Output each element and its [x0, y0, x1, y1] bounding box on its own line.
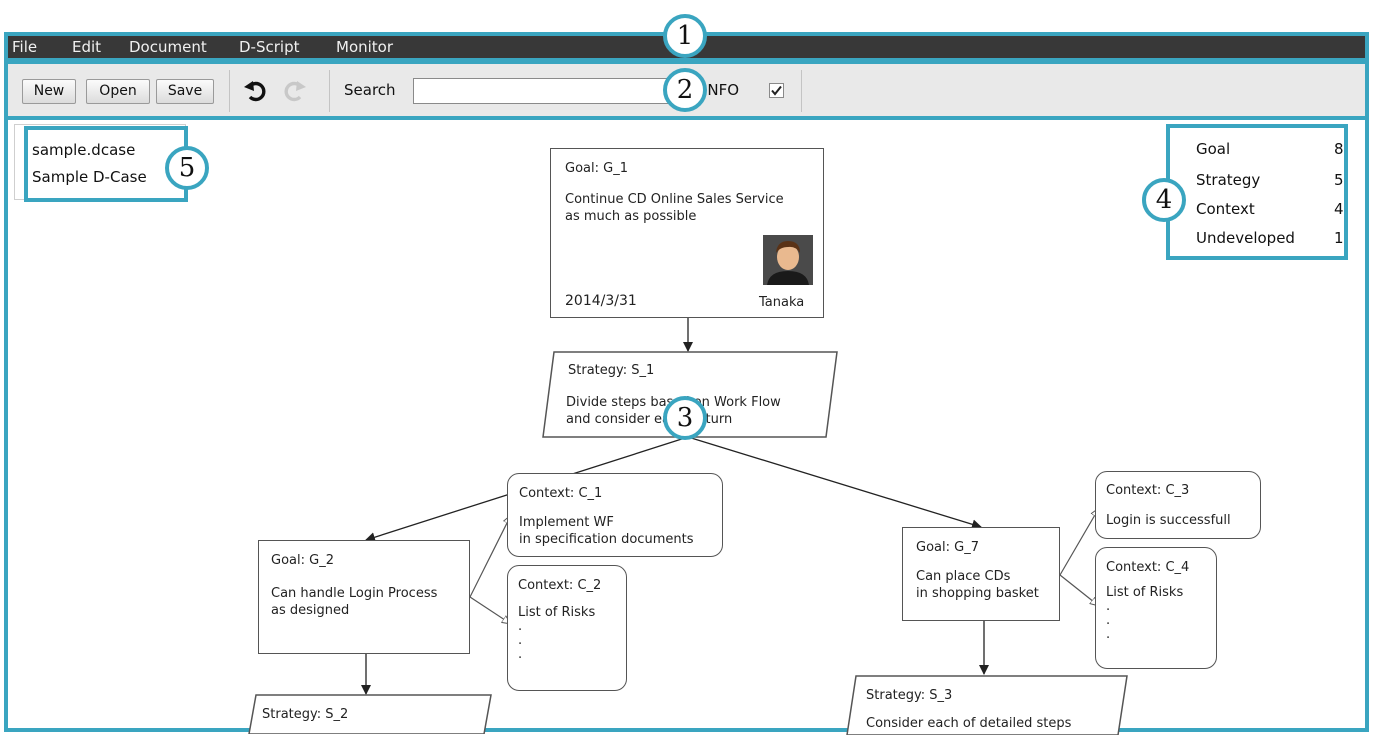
callout-marker-3: 3 [663, 396, 707, 440]
stat-count-goal: 8 [1334, 140, 1344, 158]
strategy-node-s1[interactable]: Strategy: S_1 Divide steps based on Work… [542, 351, 838, 438]
strategy-shape [846, 675, 1128, 735]
node-title: Context: C_1 [519, 486, 603, 501]
goal-node-g2[interactable]: Goal: G_2 Can handle Login Process as de… [258, 540, 470, 654]
context-node-c3[interactable]: Context: C_3 Login is successfull [1095, 471, 1261, 539]
stat-count-strategy: 5 [1334, 171, 1344, 189]
node-title: Strategy: S_2 [262, 707, 349, 722]
new-button[interactable]: New [22, 79, 76, 104]
info-label: INFO [703, 81, 740, 99]
node-title: Strategy: S_1 [568, 363, 655, 378]
callout-marker-1: 1 [663, 14, 707, 58]
save-button[interactable]: Save [156, 79, 214, 104]
node-description: Login is successfull [1106, 513, 1231, 528]
stat-label-goal: Goal [1196, 140, 1231, 158]
menu-edit[interactable]: Edit [72, 38, 102, 56]
node-description: Implement WF in specification documents [519, 515, 694, 547]
file-panel [14, 124, 186, 200]
stat-label-undeveloped: Undeveloped [1196, 229, 1295, 247]
avatar [763, 235, 813, 285]
node-title: Context: C_2 [518, 578, 602, 593]
document-title[interactable]: Sample D-Case [32, 168, 147, 186]
node-date: 2014/3/31 [565, 293, 637, 309]
context-node-c2[interactable]: Context: C_2 List of Risks . . . [507, 565, 627, 691]
node-title: Goal: G_7 [916, 540, 979, 555]
context-node-c4[interactable]: Context: C_4 List of Risks . . . [1095, 547, 1217, 669]
node-title: Goal: G_2 [271, 553, 334, 568]
strategy-node-s2[interactable]: Strategy: S_2 [248, 694, 492, 734]
stat-count-context: 4 [1334, 200, 1344, 218]
menu-d-script[interactable]: D-Script [239, 38, 300, 56]
stat-label-context: Context [1196, 200, 1255, 218]
node-description: List of Risks . . . [518, 605, 596, 662]
redo-icon[interactable] [282, 80, 306, 102]
search-label: Search [344, 81, 396, 99]
node-description: Can place CDs in shopping basket [916, 569, 1039, 601]
info-checkbox[interactable] [769, 83, 784, 98]
node-description: Continue CD Online Sales Service as much… [565, 192, 784, 224]
context-node-c1[interactable]: Context: C_1 Implement WF in specificati… [507, 473, 723, 557]
stats-panel [1170, 124, 1352, 258]
toolbar-frame [4, 60, 1369, 120]
strategy-node-s3[interactable]: Strategy: S_3 Consider each of detailed … [846, 675, 1128, 735]
person-icon [763, 235, 813, 285]
open-button[interactable]: Open [86, 79, 150, 104]
file-name[interactable]: sample.dcase [32, 141, 136, 159]
callout-marker-5: 5 [165, 146, 209, 190]
node-owner: Tanaka [759, 295, 805, 310]
node-title: Goal: G_1 [565, 161, 628, 176]
menu-monitor[interactable]: Monitor [336, 38, 394, 56]
toolbar-separator [229, 70, 230, 112]
menu-file[interactable]: File [12, 38, 38, 56]
stat-label-strategy: Strategy [1196, 171, 1261, 189]
goal-node-g1[interactable]: Goal: G_1 Continue CD Online Sales Servi… [550, 148, 824, 318]
undo-icon[interactable] [244, 80, 268, 102]
callout-marker-2: 2 [663, 68, 707, 112]
stat-count-undeveloped: 1 [1334, 229, 1344, 247]
node-title: Context: C_4 [1106, 560, 1190, 575]
toolbar-separator [801, 70, 802, 112]
search-input[interactable] [413, 78, 673, 104]
node-description: Can handle Login Process as designed [271, 586, 438, 618]
check-icon [771, 85, 782, 96]
strategy-shape [542, 351, 838, 438]
toolbar-separator [329, 70, 330, 112]
menu-document[interactable]: Document [129, 38, 207, 56]
node-description: List of Risks . . . [1106, 585, 1184, 642]
goal-node-g7[interactable]: Goal: G_7 Can place CDs in shopping bask… [902, 527, 1060, 621]
callout-marker-4: 4 [1142, 178, 1186, 222]
node-title: Strategy: S_3 [866, 688, 953, 703]
node-title: Context: C_3 [1106, 483, 1190, 498]
